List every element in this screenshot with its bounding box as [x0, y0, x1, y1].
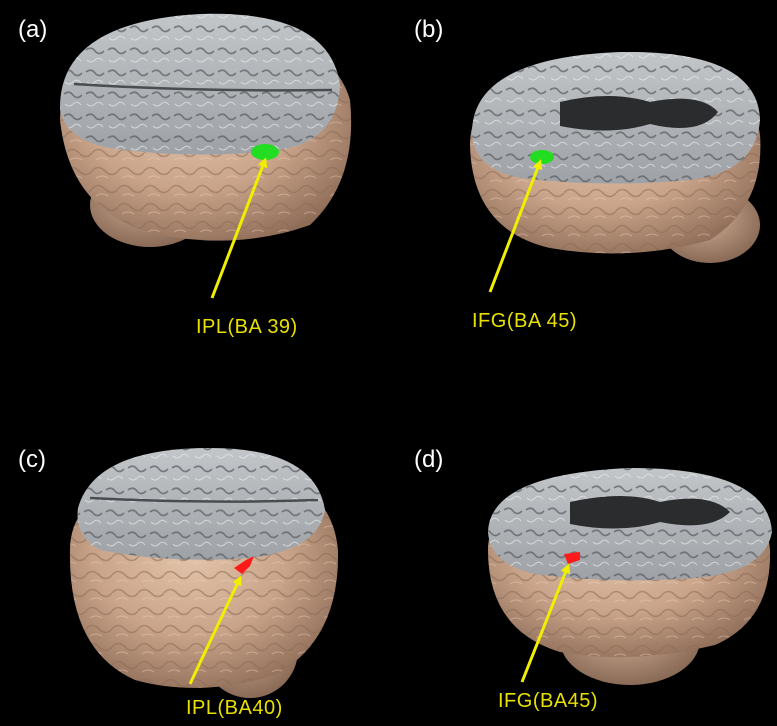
region-label-a: IPL(BA 39) [196, 316, 298, 338]
brain-render-b [470, 51, 761, 263]
region-label-b: IFG(BA 45) [472, 310, 578, 332]
activation-marker-b [530, 150, 554, 164]
panel-label-d: (d) [414, 446, 444, 473]
region-label-c: IPL(BA40) [186, 697, 283, 719]
brain-render-d [488, 468, 772, 685]
panel-label-a: (a) [18, 16, 48, 43]
brain-render-c [69, 448, 339, 698]
brain-render-a [59, 13, 352, 247]
arrow-a [210, 157, 268, 299]
activation-marker-c [234, 556, 254, 574]
arrow-b [488, 159, 543, 293]
activation-marker-d [564, 552, 580, 564]
ventricles-d [570, 496, 730, 529]
arrow-c [188, 575, 242, 685]
ventricles-b [560, 96, 718, 131]
panel-label-b: (b) [414, 16, 444, 43]
panel-label-c: (c) [18, 446, 46, 473]
arrow-d [520, 563, 571, 683]
region-label-d: IFG(BA45) [498, 690, 599, 712]
activation-marker-a [251, 144, 279, 160]
